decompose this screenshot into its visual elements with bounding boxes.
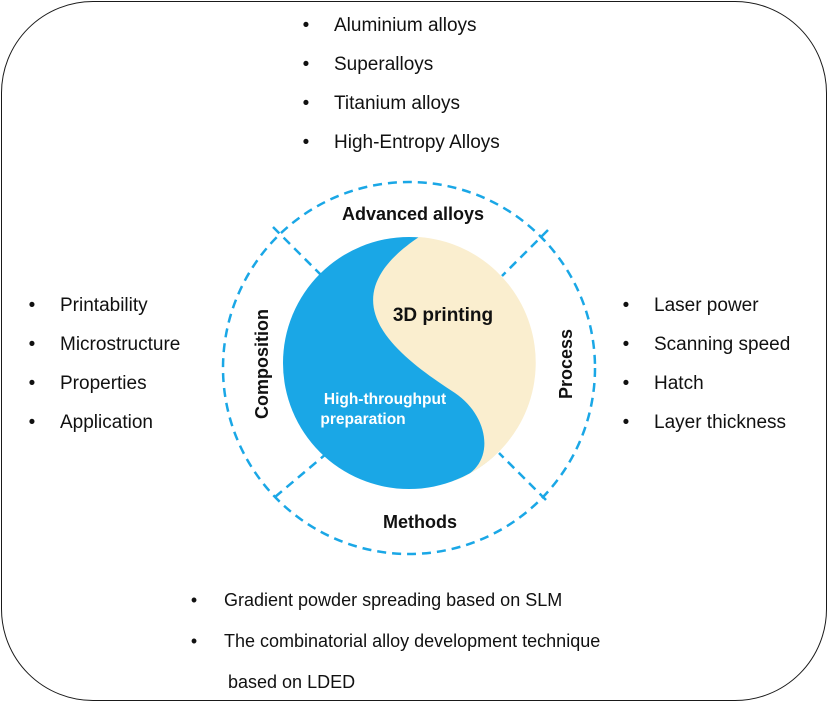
- ring-label-process: Process: [556, 329, 576, 399]
- ring-divider-ne: [501, 229, 549, 277]
- ring-divider-nw: [272, 226, 326, 280]
- list-item: •Hatch: [622, 373, 704, 394]
- methods-list: •Gradient powder spreading based on SLM …: [188, 580, 600, 703]
- process-list: •Laser power •Scanning speed •Hatch •Lay…: [620, 286, 791, 442]
- list-item: •Microstructure: [28, 334, 181, 355]
- ring-label-composition: Composition: [252, 309, 272, 419]
- list-item: •The combinatorial alloy development tec…: [190, 631, 601, 651]
- advanced-alloys-list: •Aluminium alloys •Superalloys •Titanium…: [300, 6, 500, 162]
- ring-label-methods: Methods: [383, 512, 457, 532]
- list-item: •Aluminium alloys: [302, 15, 477, 36]
- list-item: •Superalloys: [302, 54, 434, 75]
- list-item: •Layer thickness: [622, 412, 787, 433]
- list-item-continuation: based on LDED: [228, 672, 356, 692]
- core-label-high-throughput: High-throughput: [324, 391, 446, 408]
- core-label-preparation: preparation: [320, 411, 405, 428]
- dashed-ring: [221, 180, 597, 556]
- core-label-3d-printing: 3D printing: [393, 305, 493, 326]
- list-item: •Gradient powder spreading based on SLM: [190, 590, 563, 610]
- list-item: •Properties: [28, 373, 147, 394]
- list-item: •Printability: [28, 295, 148, 316]
- ring-label-advanced-alloys: Advanced alloys: [342, 204, 484, 224]
- ring-divider-se: [498, 452, 547, 501]
- core-cream-half: [373, 237, 536, 481]
- ring-divider-sw: [274, 453, 327, 498]
- composition-list: •Printability •Microstructure •Propertie…: [26, 286, 181, 442]
- list-item: •Application: [28, 412, 153, 433]
- list-item: •Scanning speed: [622, 334, 791, 355]
- list-item: •Titanium alloys: [302, 93, 461, 114]
- list-item: •Laser power: [622, 295, 759, 316]
- list-item: •High-Entropy Alloys: [302, 132, 500, 153]
